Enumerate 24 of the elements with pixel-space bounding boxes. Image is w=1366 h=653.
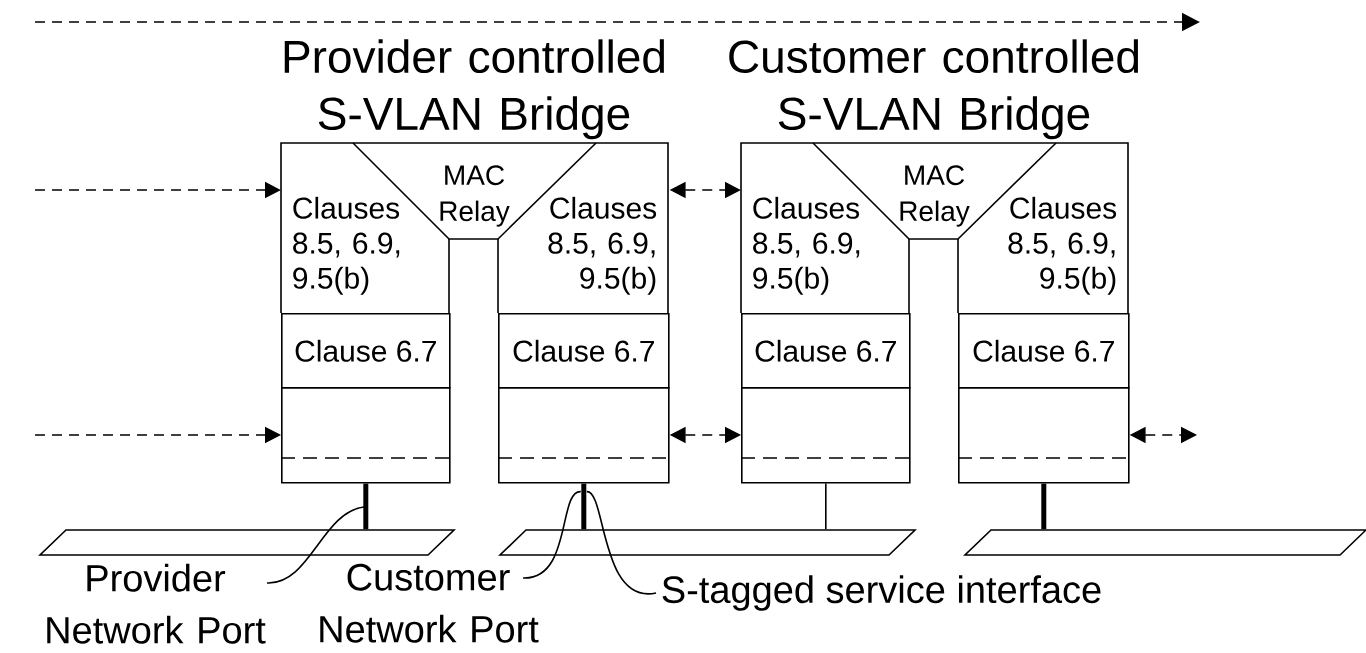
port-link bbox=[581, 483, 587, 530]
port-label: Customer Network Port bbox=[320, 563, 539, 643]
leader-line bbox=[266, 506, 365, 584]
clause-text: Clauses 8.5, 6.9, 9.5(b) bbox=[548, 196, 657, 295]
interface-label: S-tagged service interface bbox=[662, 575, 1101, 611]
port-box bbox=[740, 387, 911, 484]
clause-text: Clauses 8.5, 6.9, 9.5(b) bbox=[1008, 196, 1117, 295]
bridge-title: Customer controlled S-VLAN Bridge bbox=[729, 39, 1139, 140]
port-link bbox=[1041, 483, 1047, 530]
port-box bbox=[957, 387, 1130, 484]
port-box bbox=[497, 387, 670, 484]
clause-box: Clause 6.7 bbox=[958, 313, 1130, 389]
port-box bbox=[280, 387, 451, 484]
clause-text: Clauses 8.5, 6.9, 9.5(b) bbox=[293, 196, 400, 295]
clause-box: Clause 6.7 bbox=[741, 313, 911, 389]
leader-line bbox=[586, 490, 657, 595]
bridge-title: Provider controlled S-VLAN Bridge bbox=[284, 39, 664, 140]
leader-line bbox=[522, 490, 582, 579]
clause-box: Clause 6.7 bbox=[281, 313, 451, 389]
clause-text: Clauses 8.5, 6.9, 9.5(b) bbox=[753, 196, 860, 295]
port-link bbox=[363, 483, 369, 530]
port-label: Provider Network Port bbox=[47, 563, 266, 644]
clause-box: Clause 6.7 bbox=[498, 313, 670, 389]
port-link bbox=[825, 482, 827, 530]
